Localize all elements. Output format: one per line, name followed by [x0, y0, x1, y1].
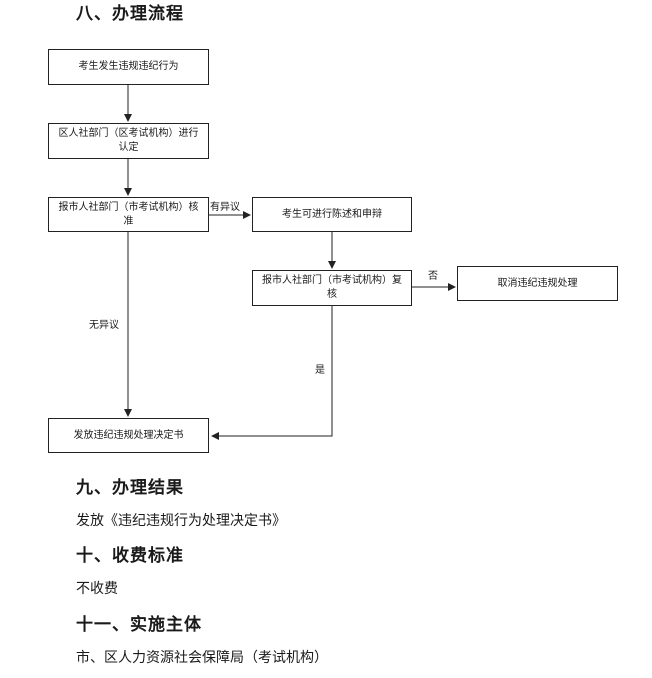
- flow-box-violation: 考生发生违规违纪行为: [48, 49, 209, 85]
- section-10-text: 不收费: [76, 581, 118, 597]
- flow-box-city-review: 报市人社部门（市考试机构）复核: [252, 270, 412, 306]
- section-9-text: 发放《违纪违规行为处理决定书》: [76, 513, 286, 529]
- edge-label-no-objection: 无异议: [89, 320, 119, 331]
- flow-box-issue-decision: 发放违纪违规处理决定书: [48, 418, 209, 453]
- flowchart-connectors: [124, 85, 456, 440]
- arrow-5-to-7: [211, 306, 333, 440]
- section-10-title: 十、收费标准: [76, 546, 184, 566]
- flow-box-city-approval: 报市人社部门（市考试机构）核准: [48, 197, 209, 232]
- section-11-title: 十一、实施主体: [76, 615, 202, 635]
- flow-box-cancel-handling: 取消违纪违规处理: [457, 266, 618, 301]
- section-8-title: 八、办理流程: [76, 4, 184, 24]
- edge-label-objection: 有异议: [210, 202, 240, 213]
- flow-box-statement-defense: 考生可进行陈述和申辩: [252, 197, 412, 232]
- section-9-title: 九、办理结果: [76, 478, 184, 498]
- edge-label-yes: 是: [315, 365, 325, 376]
- edge-label-no: 否: [428, 271, 438, 282]
- section-11-text: 市、区人力资源社会保障局（考试机构）: [76, 650, 328, 666]
- flow-box-district-determination: 区人社部门（区考试机构）进行认定: [48, 123, 209, 159]
